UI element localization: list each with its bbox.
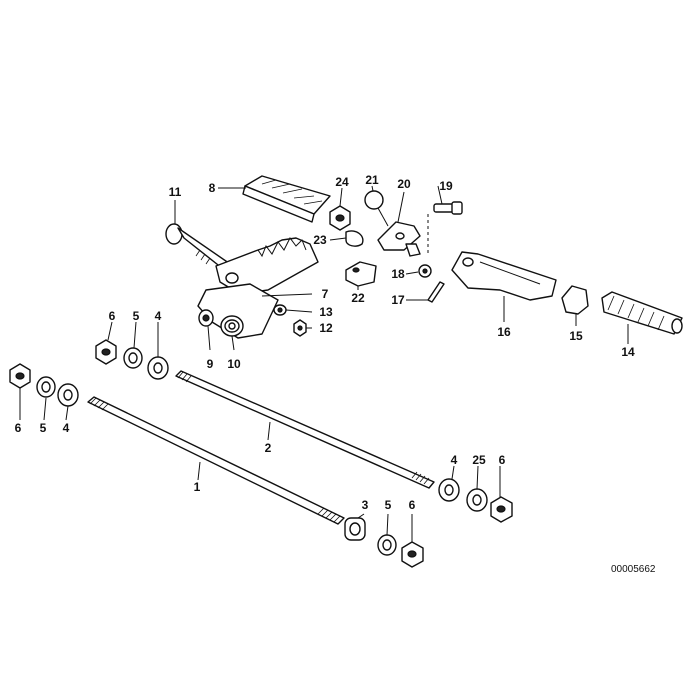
screw-part-19 xyxy=(427,201,463,254)
label-part-6-upper-left: 6 xyxy=(109,309,116,323)
label-part-11: 11 xyxy=(169,185,182,199)
label-part-1: 1 xyxy=(194,480,201,494)
label-part-6-lower-left: 6 xyxy=(15,421,22,435)
label-part-6-lower-middle: 6 xyxy=(409,498,416,512)
label-part-2: 2 xyxy=(265,441,272,455)
label-part-17: 17 xyxy=(391,293,405,307)
washer-part-5-upper-left xyxy=(123,347,143,369)
nut-part-6-right xyxy=(490,496,513,523)
nut-part-6-upper-left xyxy=(95,339,117,365)
spring-part-10 xyxy=(220,315,244,337)
bracket-part-20 xyxy=(377,221,421,257)
pedal-rubber-part-8 xyxy=(242,175,331,223)
clamp-part-22 xyxy=(345,261,377,287)
label-part-25: 25 xyxy=(472,453,486,467)
nut-part-12 xyxy=(293,319,307,337)
label-part-20: 20 xyxy=(397,177,411,191)
label-part-6-right: 6 xyxy=(499,453,506,467)
label-part-24: 24 xyxy=(335,175,349,189)
cap-nut-part-24 xyxy=(329,205,351,231)
label-part-16: 16 xyxy=(497,325,511,339)
label-part-21: 21 xyxy=(365,173,379,187)
pedal-bracket xyxy=(197,283,279,339)
label-part-3: 3 xyxy=(362,498,369,512)
label-part-19: 19 xyxy=(439,179,453,193)
clip-part-23 xyxy=(345,230,364,247)
washer-part-25 xyxy=(466,488,488,512)
footrest-bracket-part-16 xyxy=(451,251,557,301)
washer-part-4-lower-left xyxy=(57,383,79,407)
washer-part-13 xyxy=(273,304,287,316)
diagram-reference-number: 00005662 xyxy=(611,564,656,575)
pin-part-17 xyxy=(427,281,445,303)
cap-part-15 xyxy=(561,285,589,315)
label-part-18: 18 xyxy=(391,267,405,281)
label-part-8: 8 xyxy=(209,181,216,195)
nut-part-6-lower-left xyxy=(9,363,31,389)
label-part-4-lower-left: 4 xyxy=(63,421,70,435)
washer-part-4-right xyxy=(438,478,460,502)
label-part-15: 15 xyxy=(569,329,583,343)
label-part-4-right: 4 xyxy=(451,453,458,467)
nut-part-6-lower-middle xyxy=(401,541,424,568)
spacer-part-3 xyxy=(344,517,366,541)
label-part-13: 13 xyxy=(319,305,333,319)
washer-part-5-lower-left xyxy=(36,376,56,398)
footrest-rubber-part-14 xyxy=(601,291,683,335)
label-part-23: 23 xyxy=(313,233,327,247)
label-part-9: 9 xyxy=(207,357,214,371)
label-part-5-lower-middle: 5 xyxy=(385,498,392,512)
label-part-4-upper-left: 4 xyxy=(155,309,162,323)
label-part-7: 7 xyxy=(322,287,329,301)
rod-part-2 xyxy=(175,370,435,489)
washer-part-4-upper-left xyxy=(147,356,169,380)
washer-part-18 xyxy=(418,264,432,278)
ball-joint-part-21 xyxy=(364,190,389,227)
label-part-22: 22 xyxy=(351,291,365,305)
label-part-14: 14 xyxy=(621,345,635,359)
rod-part-1 xyxy=(87,396,345,525)
washer-part-5-lower-middle xyxy=(377,534,397,556)
pedal-arm-part-7 xyxy=(215,237,319,295)
label-part-10: 10 xyxy=(227,357,241,371)
label-part-12: 12 xyxy=(319,321,333,335)
label-part-5-upper-left: 5 xyxy=(133,309,140,323)
leader-lines xyxy=(19,185,629,542)
label-part-5-lower-left: 5 xyxy=(40,421,47,435)
